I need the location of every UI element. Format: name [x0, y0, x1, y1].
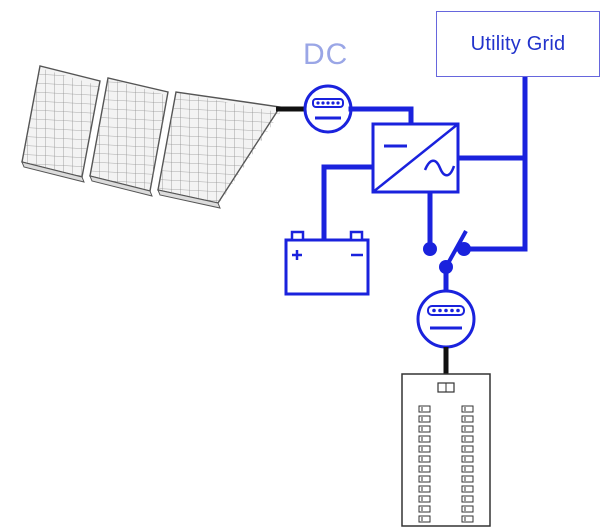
breaker-slot [461, 485, 474, 493]
wires [321, 74, 528, 294]
inverter-icon [371, 122, 460, 194]
ac-meter-icon [416, 289, 476, 349]
breaker-slot [461, 445, 474, 453]
breaker-slot [461, 475, 474, 483]
transfer-switch-icon [423, 230, 471, 274]
breaker-slot [461, 435, 474, 443]
battery-icon [284, 230, 370, 296]
breaker-slot [461, 415, 474, 423]
breaker-slot [418, 505, 431, 513]
breaker-slot [418, 405, 431, 413]
breaker-panel-icon [401, 373, 491, 527]
solar-panel-1 [21, 65, 101, 183]
solar-panel-2 [89, 77, 169, 197]
breaker-slot [461, 455, 474, 463]
breaker-slot [461, 465, 474, 473]
breaker-slot [418, 495, 431, 503]
breaker-slot [418, 425, 431, 433]
breaker-slot [418, 465, 431, 473]
breaker-slot [418, 435, 431, 443]
breaker-slot [418, 475, 431, 483]
dc-meter-icon [303, 84, 353, 134]
utility-grid-box: Utility Grid [436, 11, 600, 77]
breaker-slot [461, 515, 474, 523]
dc-label: DC [303, 38, 349, 71]
breaker-slot [461, 505, 474, 513]
breaker-slot [461, 495, 474, 503]
breaker-slot [418, 445, 431, 453]
utility-grid-label: Utility Grid [470, 32, 566, 55]
breaker-slot [418, 515, 431, 523]
breaker-slot [418, 485, 431, 493]
solar-panel-3 [157, 91, 282, 209]
breaker-slot [461, 405, 474, 413]
breaker-slot [418, 415, 431, 423]
solar-panel-array-icon [21, 65, 282, 209]
breaker-slot [418, 455, 431, 463]
breaker-slot [461, 425, 474, 433]
